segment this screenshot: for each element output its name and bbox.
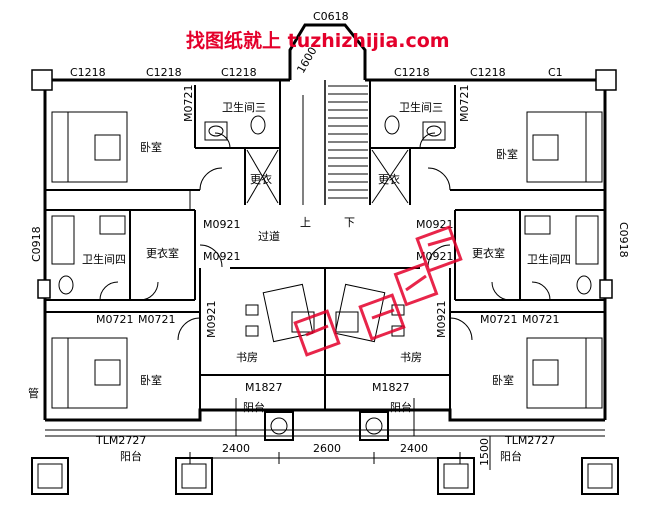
room-study-l: 书房 (236, 351, 258, 364)
room-balcony-r: 阳台 (390, 400, 412, 414)
corner-pillars (31, 69, 617, 299)
room-bath4-r: 卫生间四 (527, 252, 571, 266)
planters (31, 411, 619, 495)
code-m1827-r: M1827 (372, 381, 410, 394)
code-m0921-6: M0921 (435, 301, 448, 339)
room-dressing-l: 更衣室 (146, 246, 179, 260)
watermark: 找图纸就上 tuzhizhijia.com (186, 29, 450, 52)
pipe-label: 管 (28, 386, 39, 400)
room-bath4-l: 卫生间四 (82, 252, 126, 266)
room-closet-tr: 更衣 (378, 172, 400, 186)
room-bedroom-bl: 卧室 (140, 373, 162, 387)
code-tlm-r: TLM2727 (504, 434, 555, 447)
room-labels: 卧室 卧室 卧室 卧室 卫生间三 卫生间三 卫生间四 卫生间四 更衣 更衣 更衣… (28, 100, 571, 463)
code-m0921-5: M0921 (205, 301, 218, 339)
room-closet-tl: 更衣 (250, 172, 272, 186)
room-dressing-r: 更衣室 (472, 246, 505, 260)
room-corridor: 过道 (258, 229, 280, 243)
room-bath3-r: 卫生间三 (399, 100, 443, 114)
interior-walls (45, 80, 605, 437)
code-m0721-br1: M0721 (480, 313, 518, 326)
code-m0921-1: M0921 (203, 218, 241, 231)
room-bedroom-tr: 卧室 (496, 147, 518, 161)
dimension-labels: 2400 2600 2400 1500 (222, 438, 491, 466)
code-c1218-1: C1218 (70, 66, 106, 79)
dim-2600: 2600 (313, 442, 341, 455)
code-c1218-3: C1218 (221, 66, 257, 79)
room-bath3-l: 卫生间三 (222, 100, 266, 114)
code-m0921-3: M0921 (203, 250, 241, 263)
code-c1218-5: C1218 (470, 66, 506, 79)
dim-2400-right: 2400 (400, 442, 428, 455)
stamp-watermark (293, 225, 463, 357)
code-m0721-bl2: M0721 (138, 313, 176, 326)
room-study-r: 书房 (400, 351, 422, 364)
room-balcony-bl: 阳台 (120, 449, 142, 463)
beds (51, 111, 603, 409)
code-c1218-4: C1218 (394, 66, 430, 79)
dim-1500: 1500 (478, 438, 491, 466)
code-m0721-tr: M0721 (458, 85, 471, 123)
door-swings (99, 132, 551, 341)
code-c0918-r: C0918 (617, 222, 630, 258)
code-m0721-tl: M0721 (182, 85, 195, 123)
code-c1218-2: C1218 (146, 66, 182, 79)
staircase (302, 85, 368, 205)
code-m1827-l: M1827 (245, 381, 283, 394)
code-c0618: C0618 (313, 10, 349, 23)
bath-fixtures (51, 115, 599, 295)
watermark-text: 找图纸就上 tuzhizhijia.com (186, 29, 450, 52)
room-bedroom-tl: 卧室 (140, 140, 162, 154)
dim-2400-left: 2400 (222, 442, 250, 455)
code-c0918-l: C0918 (30, 226, 43, 262)
room-balcony-br: 阳台 (500, 449, 522, 463)
room-balcony-l: 阳台 (243, 400, 265, 414)
code-tlm-l: TLM2727 (95, 434, 146, 447)
code-m0721-bl1: M0721 (96, 313, 134, 326)
code-c1-right: C1 (548, 66, 563, 79)
dimension-line (189, 436, 491, 470)
stair-down: 下 (344, 216, 355, 229)
code-m0721-br2: M0721 (522, 313, 560, 326)
stair-up: 上 (300, 216, 311, 229)
room-bedroom-br: 卧室 (492, 373, 514, 387)
